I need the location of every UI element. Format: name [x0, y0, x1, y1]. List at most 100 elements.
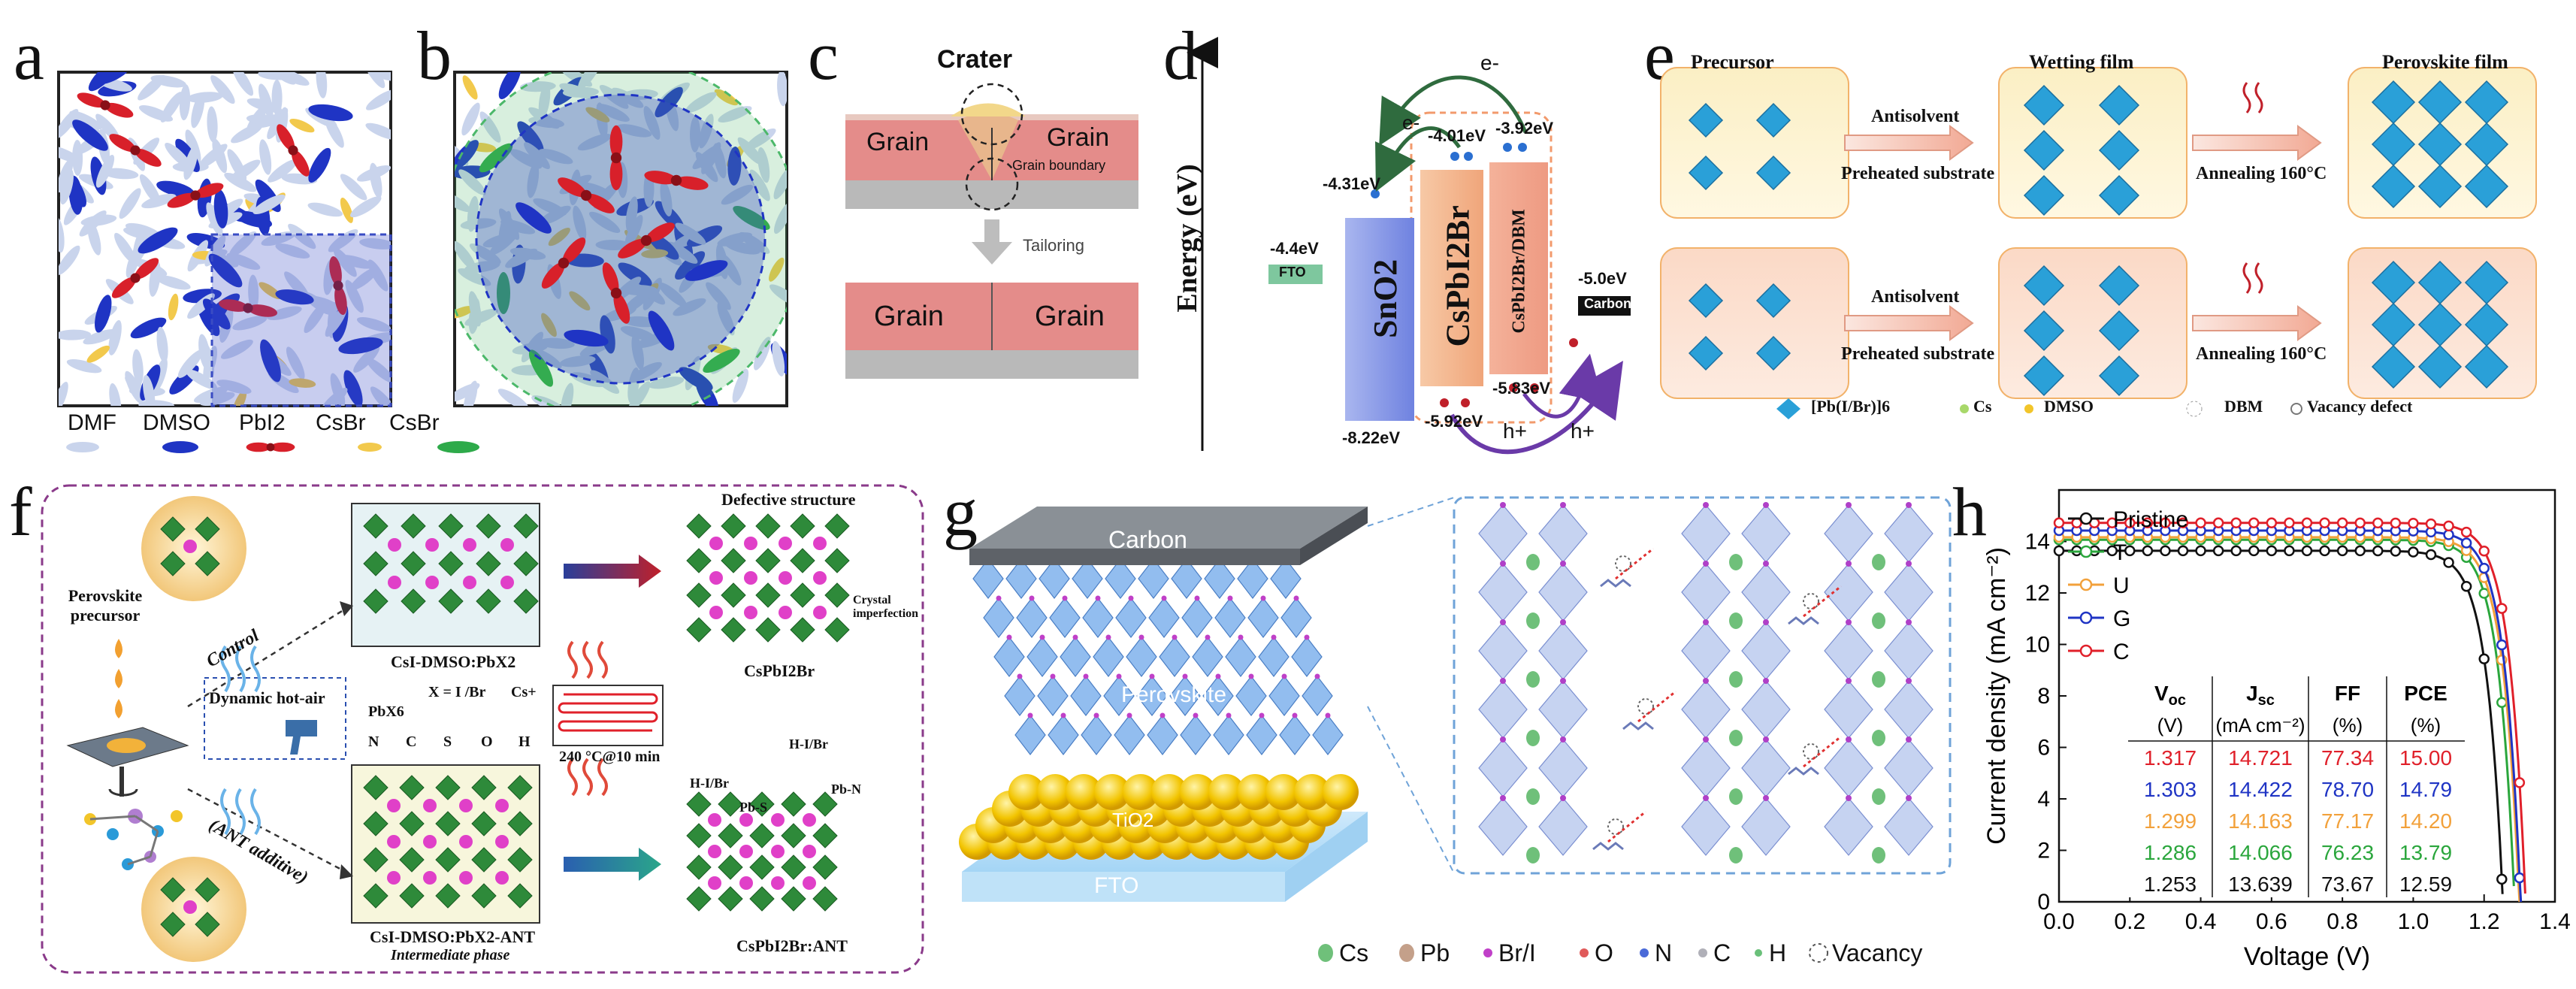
cs-ion [803, 813, 816, 827]
g-legend-c-glyph [1698, 948, 1707, 957]
jv-marker [2443, 520, 2454, 532]
e-legend-dbm-glyph [2186, 401, 2203, 417]
additive-molecule [1600, 579, 1631, 588]
cs-ion [779, 537, 792, 550]
jv-curves [2053, 517, 2526, 903]
cs-atom [1526, 788, 1540, 805]
jv-marker [2230, 545, 2242, 557]
table-cell: 76.23 [2321, 841, 2374, 864]
molecule [530, 347, 562, 369]
jv-marker [2443, 529, 2454, 540]
cs-ion [495, 835, 509, 848]
grain-label-bl: Grain [874, 301, 944, 332]
g-legend-h: H [1769, 939, 1787, 966]
pbx6-octahedron [401, 551, 426, 576]
pbx6-octahedron [438, 588, 464, 614]
pbx6-octahedron [686, 854, 712, 880]
zoom-octahedron [1538, 563, 1588, 622]
molecule [469, 243, 501, 265]
molecule [66, 359, 102, 374]
panel-label-c: c [808, 17, 839, 94]
pbx6-octahedron [824, 617, 850, 643]
cs-ion [425, 538, 439, 552]
molecule [773, 201, 787, 234]
csbr-molecule [497, 272, 510, 314]
molecule [698, 113, 714, 149]
pbx6-octahedron [363, 811, 389, 836]
molecule [718, 106, 752, 122]
vacancy [1803, 743, 1819, 760]
vacancy [1637, 698, 1654, 715]
f-element-s: S [443, 733, 452, 750]
pbx6-octahedron [755, 617, 781, 643]
tailoring-label: Tailoring [1023, 236, 1084, 255]
pbx6-octahedron [781, 791, 806, 817]
pbx6-octahedron [438, 513, 464, 539]
pbi6-octahedron [1082, 597, 1114, 638]
molecule [325, 115, 344, 148]
pbx6-octahedron [401, 513, 426, 539]
cs-ion [739, 845, 753, 858]
molecule [138, 74, 166, 101]
molecule [275, 243, 310, 259]
f-box1-label: CsI-DMSO:PbX2 [391, 652, 516, 671]
e-legend-dbm: DBM [2224, 397, 2263, 416]
tio2-spheres [959, 774, 1359, 860]
zoom-octahedron [1681, 739, 1731, 797]
pbx6-octahedron [363, 551, 389, 576]
molecule [191, 92, 205, 129]
e-legend-octahedron [1776, 398, 1800, 419]
g-layer-carbon: Carbon [1108, 526, 1187, 553]
e-legend-glyphs [1776, 398, 2302, 419]
hot-air-box [204, 677, 346, 760]
jv-marker [2248, 517, 2260, 529]
jv-marker [2053, 517, 2065, 529]
g-legend-vacancy: Vacancy [1832, 939, 1923, 966]
molecule [232, 316, 268, 331]
pbi6-octahedron [1312, 715, 1344, 755]
additive-molecule [1622, 721, 1654, 730]
cs-atom [1729, 612, 1743, 629]
molecule [692, 144, 721, 170]
pbx6-octahedron [755, 582, 781, 608]
jv-marker [2106, 517, 2118, 529]
molecule [252, 194, 286, 215]
molecule [589, 211, 621, 233]
zoom-octahedron [1681, 680, 1731, 739]
f-element-h: H [519, 733, 531, 750]
pbi6-octahedron [983, 597, 1014, 638]
jv-marker [2514, 872, 2526, 884]
cs-atom [1729, 554, 1743, 570]
electron-label-2: e- [1402, 111, 1420, 134]
y-tick-label: 6 [2037, 736, 2050, 761]
pbx6-octahedron [790, 513, 815, 539]
zoom-octahedron [1538, 739, 1588, 797]
molecule [538, 148, 573, 165]
cs-atom [1526, 612, 1540, 629]
pbx6-octahedron [160, 551, 186, 576]
molecules-b [455, 72, 787, 406]
pbx6-octahedron [513, 551, 539, 576]
pbi2-molecule [167, 183, 224, 208]
pbx6-octahedron [812, 886, 838, 912]
pbx6-octahedron [781, 854, 806, 880]
grain-label-tr: Grain [1047, 123, 1110, 152]
g-legend-n: N [1655, 939, 1673, 966]
molecule [509, 247, 546, 260]
legend-glyph-csbr-green [437, 441, 479, 453]
pbi2-molecule [246, 442, 295, 452]
tio2-sphere [1037, 774, 1073, 810]
molecule [286, 346, 305, 380]
pbi6-octahedron [1181, 597, 1213, 638]
cs-ion [708, 845, 721, 858]
pbi6-octahedron [1225, 637, 1256, 677]
legend-label: C [2113, 640, 2130, 664]
pbx6-octahedron [749, 854, 775, 880]
table-cell: 1.286 [2144, 841, 2197, 864]
jv-marker [2142, 545, 2154, 557]
molecule [108, 319, 122, 355]
cs-atom [1872, 730, 1885, 746]
molecule [186, 92, 223, 103]
x-tick-label: 0.6 [2256, 909, 2287, 934]
